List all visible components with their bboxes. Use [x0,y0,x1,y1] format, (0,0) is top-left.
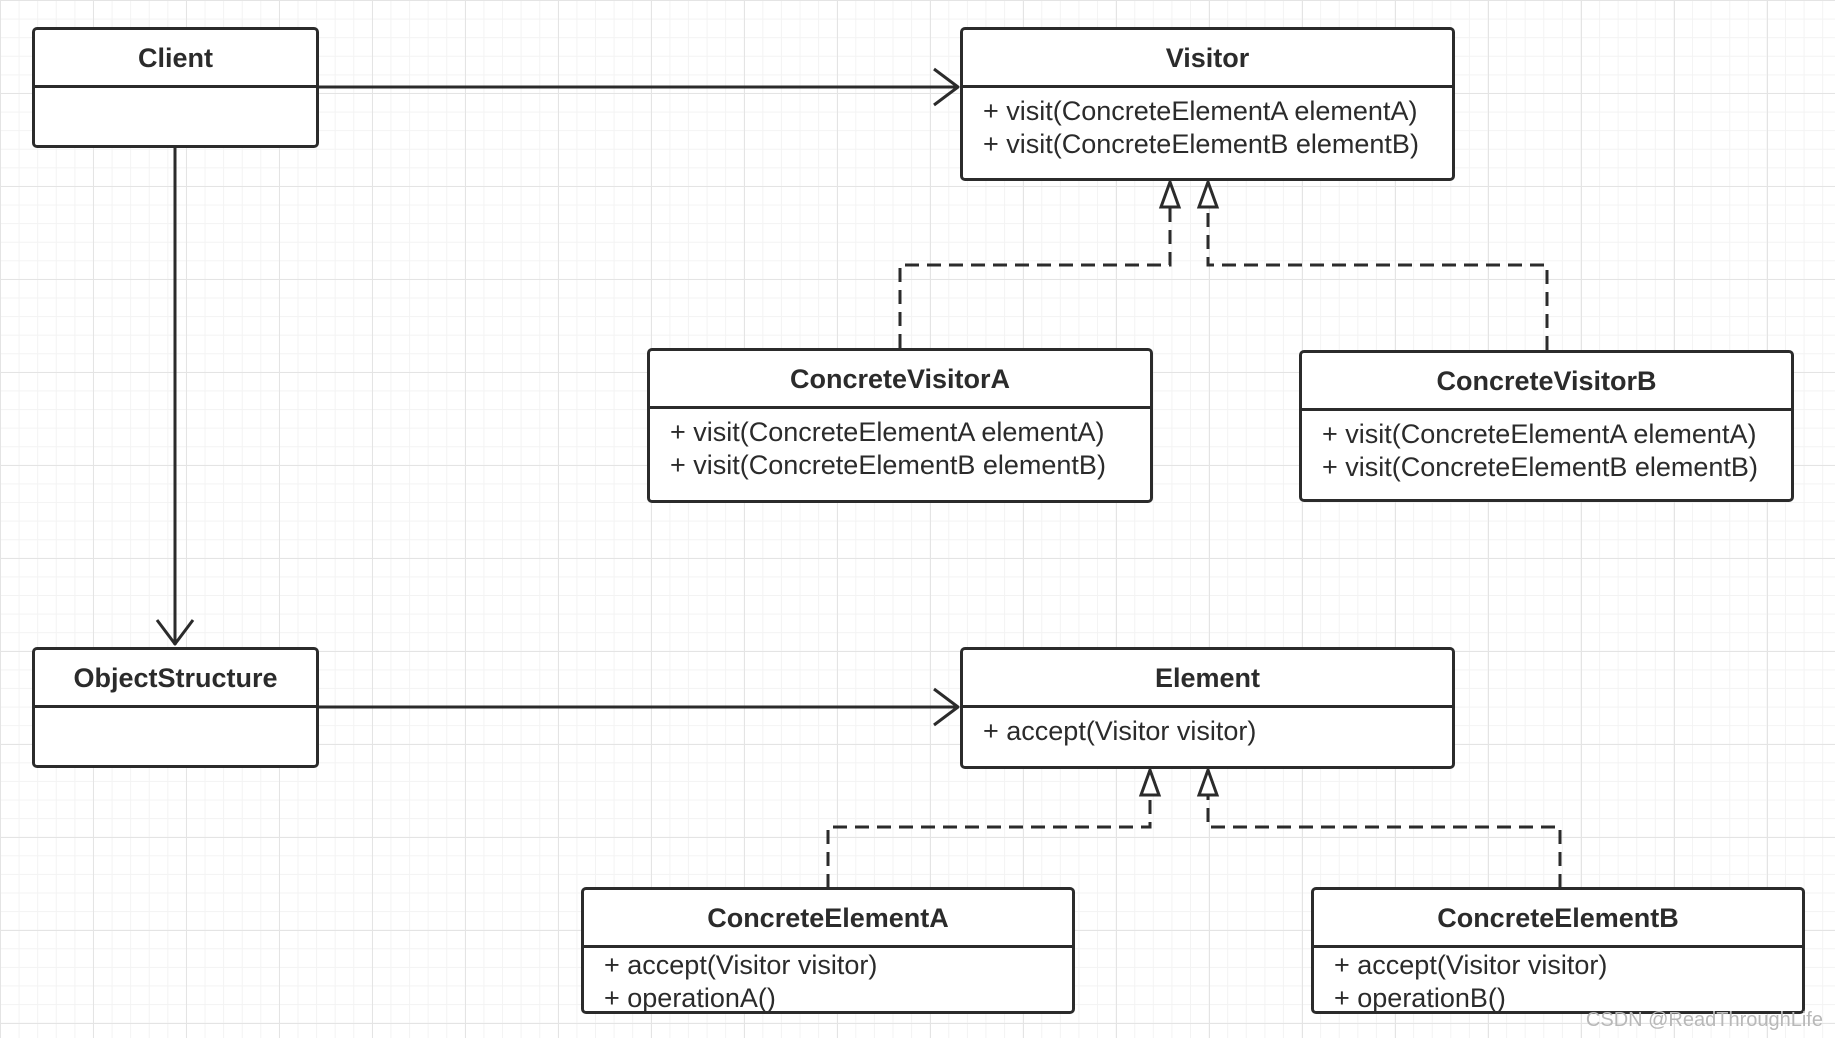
operation: + visit(ConcreteElementB elementB) [1322,452,1758,482]
realization-concreteelementb-element [1206,795,1562,888]
realization-concreteelementa-element [826,795,1152,888]
class-visitor[interactable]: Visitor + visit(ConcreteElementA element… [960,27,1455,181]
class-name: Element [963,650,1452,708]
class-client[interactable]: Client [32,27,319,148]
class-operations [35,708,316,715]
class-operations: + visit(ConcreteElementA elementA) + vis… [963,88,1452,161]
class-operations: + accept(Visitor visitor) + operationA() [584,948,1072,1015]
class-name: Visitor [963,30,1452,88]
operation: + visit(ConcreteElementA elementA) [1322,419,1757,449]
operation: + visit(ConcreteElementA elementA) [670,417,1105,447]
class-concrete-element-b[interactable]: ConcreteElementB + accept(Visitor visito… [1311,887,1805,1014]
realization-triangle [1158,177,1182,209]
class-operations: + accept(Visitor visitor) [963,708,1452,748]
class-operations: + accept(Visitor visitor) + operationB() [1314,948,1802,1015]
class-name: ConcreteElementB [1314,890,1802,948]
class-name: ConcreteElementA [584,890,1072,948]
arrowhead-open [155,619,195,646]
arrowhead-open [933,67,960,107]
operation: + visit(ConcreteElementA elementA) [983,96,1418,126]
class-name: ConcreteVisitorB [1302,353,1791,411]
class-name: Client [35,30,316,88]
realization-concretevisitora-visitor [898,207,1172,348]
class-concrete-element-a[interactable]: ConcreteElementA + accept(Visitor visito… [581,887,1075,1014]
operation: + operationB() [1334,983,1506,1013]
class-element[interactable]: Element + accept(Visitor visitor) [960,647,1455,769]
class-name: ObjectStructure [35,650,316,708]
operation: + operationA() [604,983,776,1013]
operation: + visit(ConcreteElementB elementB) [670,450,1106,480]
watermark: CSDN @ReadThroughLife [1585,1009,1823,1031]
realization-concretevisitorb-visitor [1206,207,1549,350]
realization-triangle [1196,177,1220,209]
arrowhead-open [933,687,960,727]
realization-triangle [1196,765,1220,797]
class-object-structure[interactable]: ObjectStructure [32,647,319,768]
class-operations [35,88,316,95]
class-operations: + visit(ConcreteElementA elementA) + vis… [650,409,1150,482]
operation: + accept(Visitor visitor) [604,950,878,980]
operation: + visit(ConcreteElementB elementB) [983,129,1419,159]
class-concrete-visitor-b[interactable]: ConcreteVisitorB + visit(ConcreteElement… [1299,350,1794,502]
realization-triangle [1138,765,1162,797]
class-name: ConcreteVisitorA [650,351,1150,409]
class-concrete-visitor-a[interactable]: ConcreteVisitorA + visit(ConcreteElement… [647,348,1153,503]
operation: + accept(Visitor visitor) [1334,950,1608,980]
operation: + accept(Visitor visitor) [983,716,1257,746]
class-operations: + visit(ConcreteElementA elementA) + vis… [1302,411,1791,484]
